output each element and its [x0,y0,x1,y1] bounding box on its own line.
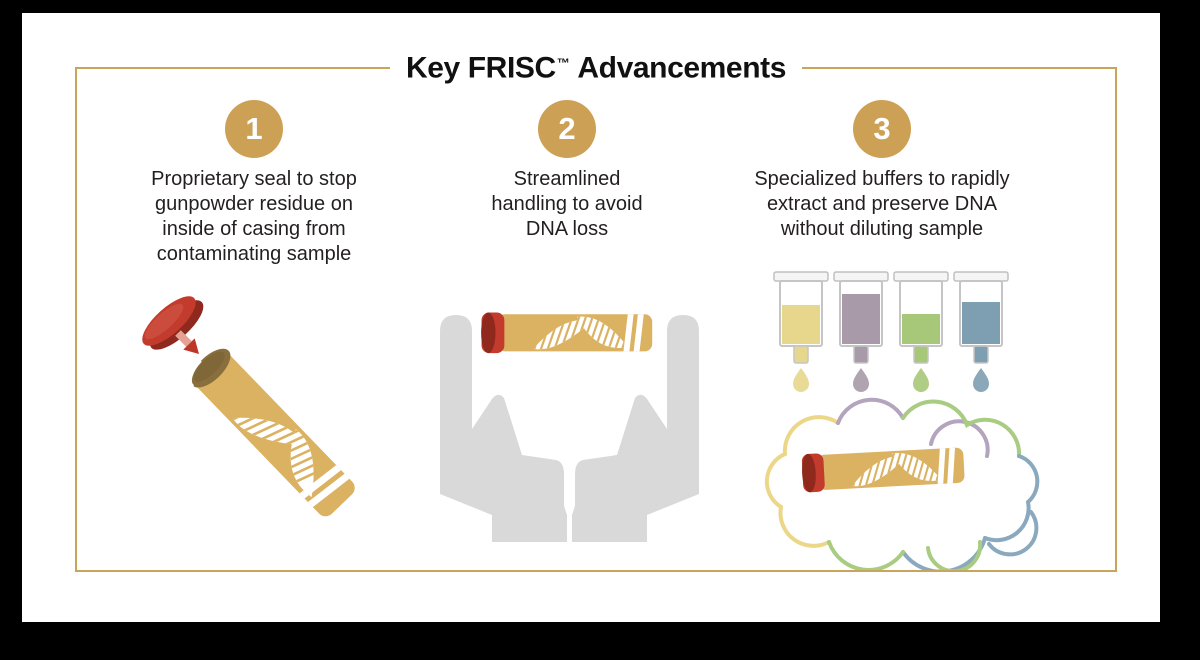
tube-cap [893,271,949,282]
droplet-icon [853,368,869,392]
caption-line: inside of casing from [162,218,346,240]
droplet-icon [973,368,989,392]
tube-liquid [962,302,1000,344]
caption-line: without diluting sample [780,218,984,240]
tube-liquid [902,314,940,344]
cloud-outline-green [827,540,905,570]
caption-line: Proprietary seal to stop [151,168,357,190]
caption-line: extract and preserve DNA [766,193,998,215]
droplet-icon [913,368,929,392]
right-hand [572,315,699,542]
tube-liquid [842,294,880,344]
cloud-outline-yellow [764,415,840,548]
step-1-caption: Proprietary seal to stop gunpowder resid… [114,167,394,267]
tube-spout [913,345,929,364]
caption-line: contaminating sample [156,243,352,265]
sheet: Key FRISC™ Advancements 1 2 3 Proprietary… [22,13,1160,622]
step-1-badge: 1 [225,100,283,158]
cloud-outline-blue [983,454,1040,543]
gold-frame: Key FRISC™ Advancements 1 2 3 Proprietary… [75,51,1117,572]
hands-illustration [440,284,699,542]
tube-spout [853,345,869,364]
cloud-outline-green [901,399,1022,458]
caption-line: Streamlined [513,168,621,190]
clouds-illustration [764,397,1040,570]
extracted-casing [801,444,965,494]
cloud-outline-purple [836,397,905,425]
buffer-tubes-illustration [773,271,1009,392]
cloud-outline-blue-inner [987,510,1039,557]
caption-line: DNA loss [525,218,609,240]
title-suffix: Advancements [577,51,787,85]
buffer-tube-4 [953,271,1009,392]
buffer-tube-3 [893,271,949,392]
arrow-shaft [175,330,192,347]
caption-line: handling to avoid [491,193,643,215]
step-2-badge: 2 [538,100,596,158]
droplet-icon [793,368,809,392]
tube-liquid [782,305,820,344]
tube-cap [833,271,889,282]
arrow-head-icon [183,338,199,354]
seal-illustration [142,296,402,550]
page-title: Key FRISC™ Advancements [389,51,803,86]
tube-cap [953,271,1009,282]
caption-line: gunpowder residue on [155,193,353,215]
tube-cap [773,271,829,282]
trademark-symbol: ™ [556,55,570,71]
tube-spout [973,345,989,364]
step-2-caption: Streamlined handling to avoid DNA loss [437,167,697,242]
buffer-tube-2 [833,271,889,392]
step-3-caption: Specialized buffers to rapidly extract a… [722,167,1042,242]
title-prefix: Key FRISC [405,51,556,85]
cloud-outline-green-inner [926,540,983,570]
seal-cap-icon [142,296,204,350]
tube-spout [793,345,809,364]
held-casing [481,311,652,355]
buffer-tube-1 [773,271,829,392]
step-3-badge: 3 [853,100,911,158]
caption-line: Specialized buffers to rapidly [754,168,1010,190]
left-hand [440,315,567,542]
